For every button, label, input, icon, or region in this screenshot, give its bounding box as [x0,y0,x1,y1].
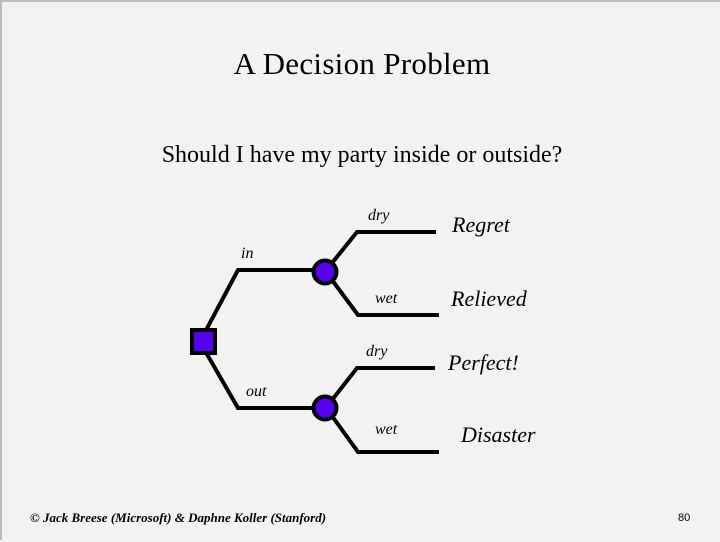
page-title: A Decision Problem [233,46,491,81]
edge-decision-to-outside [202,348,315,410]
chance-node-inside[interactable] [311,258,339,286]
edge-inside-wet [330,278,439,317]
edge-inside-dry [330,230,436,265]
outcome-label-relieved: Relieved [451,286,527,311]
branch-label-outside-wet: wet [375,421,398,438]
page-number: 80 [678,512,691,524]
edge-outside-wet [330,414,439,454]
outcome-label-disaster: Disaster [461,422,536,447]
branch-label-out: out [246,383,267,400]
decision-node-square[interactable] [190,328,217,355]
branch-label-inside-wet: wet [375,290,398,307]
branch-label-inside-dry: dry [368,207,390,224]
slide-subtitle: Should I have my party inside or outside… [161,142,563,168]
branch-label-in: in [241,245,254,262]
outcome-label-regret: Regret [452,212,510,237]
outcome-label-perfect: Perfect! [448,350,519,375]
footer-credit: © Jack Breese (Microsoft) & Daphne Kolle… [30,510,327,525]
edge-outside-dry [330,366,435,402]
chance-node-outside[interactable] [311,394,339,422]
branch-label-outside-dry: dry [366,343,388,360]
edge-decision-to-inside [202,268,315,335]
